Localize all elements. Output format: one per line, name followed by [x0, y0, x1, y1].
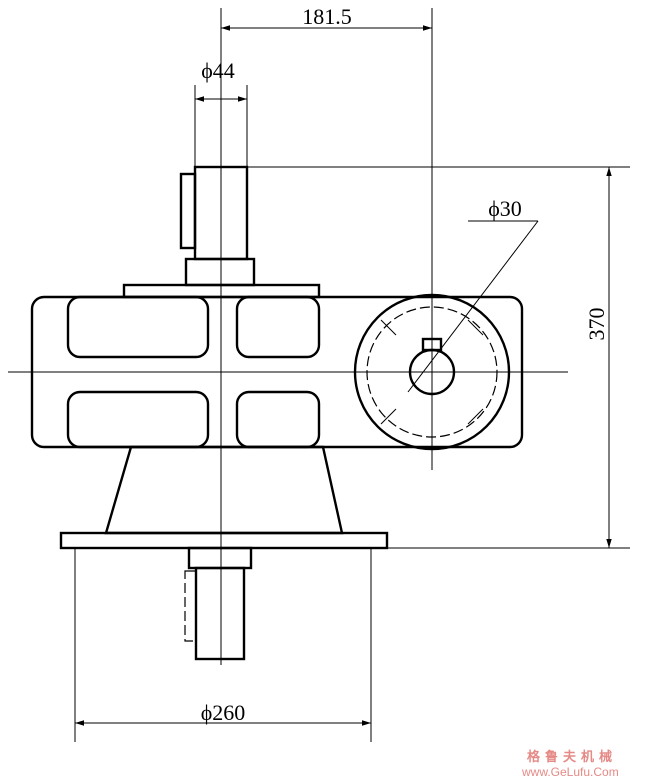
base-flange [59, 531, 389, 550]
bottom-shaft-body [194, 566, 246, 661]
housing-window-top-left [66, 295, 210, 359]
dim-flange-dia-label: ϕ260 [201, 700, 246, 725]
dim-shaft-dia-key-leader [407, 220, 539, 393]
pedestal [104, 445, 344, 535]
key-slot [421, 337, 443, 352]
bottom-shaft-collar [187, 546, 253, 570]
dim-offset-label: 181.5 [302, 4, 352, 29]
bearing-bolt-circle [366, 306, 498, 438]
dim-shaft-dia-top: ϕ44 [194, 58, 248, 167]
input-shaft [122, 165, 321, 299]
centerlines [8, 8, 568, 665]
dim-height: 370 [247, 166, 630, 549]
base-support [59, 445, 389, 550]
input-shaft-key [179, 172, 197, 250]
watermark: 格鲁夫机械 www.GeLufu.Com [521, 749, 619, 779]
dim-shaft-dia-top-label: ϕ44 [201, 58, 235, 83]
dim-offset: 181.5 [221, 4, 432, 31]
housing-window-top-right [235, 295, 321, 359]
dim-height-label: 370 [584, 308, 609, 341]
watermark-brand: 格鲁夫机械 [527, 749, 617, 765]
bearing-outer-circle [353, 293, 511, 451]
bottom-shaft-hidden-key [184, 570, 197, 642]
watermark-url: www.GeLufu.Com [521, 765, 619, 779]
input-shaft-collar [184, 257, 256, 287]
dim-flange-dia: ϕ260 [74, 548, 372, 742]
bolt-hole-marks [380, 319, 484, 425]
bottom-shaft [184, 546, 253, 661]
dim-shaft-dia-key: ϕ30 [407, 196, 539, 393]
housing-window-bottom-right [235, 390, 321, 449]
housing-window-bottom-left [66, 390, 210, 449]
dim-shaft-dia-key-label: ϕ30 [488, 196, 522, 221]
